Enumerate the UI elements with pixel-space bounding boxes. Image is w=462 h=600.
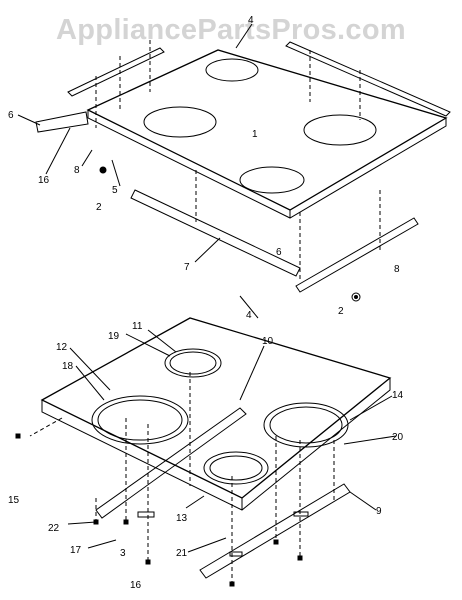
part-label: 8 [74,165,80,176]
part-label: 12 [56,342,68,353]
part-label: 8 [394,264,400,275]
element-clip [137,511,155,518]
watermark: AppliancePartsPros.com [56,14,406,46]
cooktop-base-pan [40,317,392,511]
rear-right-trim-strip [285,41,451,117]
part-label: 14 [392,390,404,401]
part-label: 11 [132,321,143,332]
cooktop-glass-top [86,49,448,219]
part-label: 9 [376,506,382,517]
part-label: 13 [176,513,188,524]
part-label: 19 [108,331,120,342]
part-label: 18 [62,361,74,372]
part-label: 10 [262,336,274,347]
heating-element-front-small [203,451,269,485]
heating-element-left-large [91,395,189,445]
part-label: 6 [8,110,14,121]
burner-marking-right [303,114,377,146]
label-leaders [17,23,397,553]
part-label: 22 [48,523,60,534]
part-label: 3 [120,548,126,559]
heating-element-rear-small [164,348,222,378]
part-label: 20 [392,432,404,443]
burner-marking-front [239,166,305,194]
top-leader-lines [95,40,381,280]
heating-element-right-large [263,402,349,448]
burner-marking-left-rear [143,106,217,138]
side-trim-strip-right [295,217,419,293]
part-label: 15 [8,495,20,506]
part-label: 17 [70,545,82,556]
part-label: 2 [338,306,344,317]
part-label: 21 [176,548,188,559]
part-label: 7 [184,262,190,273]
part-label: 5 [112,185,118,196]
bottom-leader-lines [29,372,335,582]
part-label: 4 [246,310,252,321]
side-trim-strip-left [35,111,89,133]
mounting-screws-top [99,166,361,302]
part-label: 1 [252,129,258,140]
front-element-bracket [199,483,351,579]
part-label: 2 [96,202,102,213]
part-label: 4 [248,15,254,26]
part-label: 16 [130,580,142,591]
part-label: 6 [276,247,282,258]
mounting-screws-bottom [15,433,303,587]
part-label: 16 [38,175,50,186]
burner-marking-center-rear [205,58,259,82]
center-support-bracket [95,407,247,519]
bottom-part-labels: 4 11 19 12 10 18 14 20 15 9 13 22 17 3 2… [8,310,404,591]
front-trim-strip [130,189,301,277]
top-part-labels: 4 6 16 8 5 2 1 7 6 8 2 [8,15,400,317]
rear-left-trim-strip [67,47,165,97]
